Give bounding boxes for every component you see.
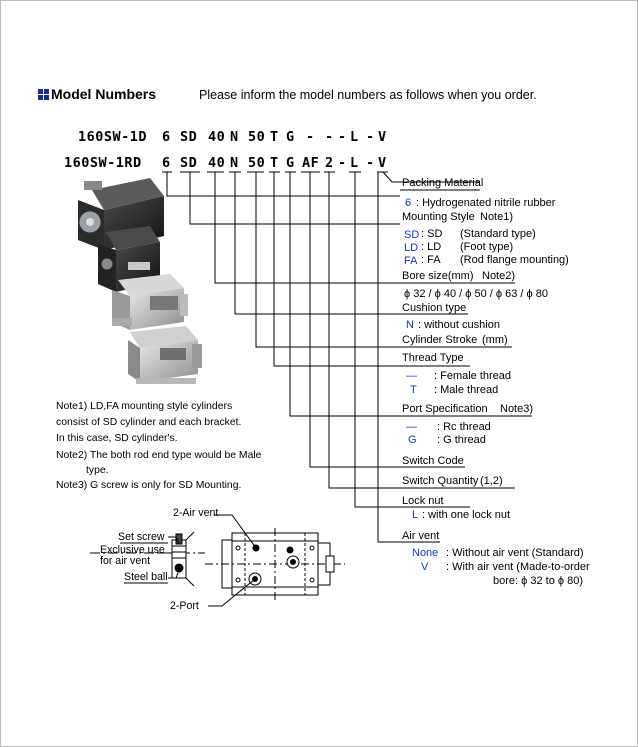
label-2-air-vent: 2-Air vent <box>173 507 218 519</box>
label-steel-ball: Steel ball <box>124 571 168 583</box>
label-set-screw: Set screw <box>118 531 165 543</box>
label-exclusive-2: for air vent <box>100 555 150 567</box>
label-2-port: 2-Port <box>170 600 199 612</box>
